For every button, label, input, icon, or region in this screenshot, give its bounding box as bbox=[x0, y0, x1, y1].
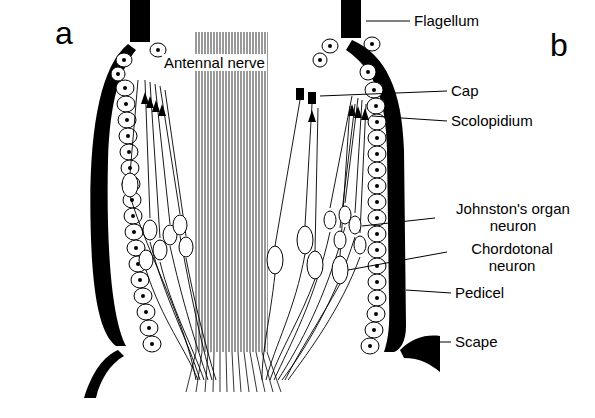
part-label: Scape bbox=[455, 333, 498, 350]
cell-nuclei bbox=[116, 48, 160, 346]
part-label: Antennal nerve bbox=[162, 54, 267, 71]
caps bbox=[296, 88, 316, 104]
leader-lines bbox=[320, 21, 451, 342]
dendrites bbox=[130, 80, 216, 380]
dendrites bbox=[262, 96, 366, 380]
cell-nuclei bbox=[318, 42, 379, 348]
part-label: Cap bbox=[451, 82, 479, 99]
scolopidium-arrows bbox=[308, 104, 369, 122]
panel-letter: a bbox=[55, 16, 73, 50]
part-label: Johnston's organ neuron bbox=[438, 200, 588, 234]
flagellum-base bbox=[130, 0, 150, 42]
part-label: Chordotonal neuron bbox=[451, 240, 573, 274]
epidermal-cells bbox=[313, 37, 386, 354]
neurons bbox=[122, 173, 193, 270]
cuticle bbox=[346, 40, 406, 352]
panel-letter: b bbox=[550, 28, 568, 62]
neurons bbox=[267, 206, 366, 284]
scolopidium-arrows bbox=[141, 92, 166, 116]
part-label: Flagellum bbox=[414, 12, 479, 29]
scape-socket bbox=[400, 336, 440, 372]
epidermal-cells bbox=[111, 43, 166, 352]
part-label: Pedicel bbox=[455, 284, 504, 301]
part-label: Scolopidium bbox=[451, 112, 533, 129]
scape-socket bbox=[84, 350, 124, 398]
flagellum-base bbox=[341, 0, 361, 38]
nerve-bundle bbox=[195, 32, 268, 352]
